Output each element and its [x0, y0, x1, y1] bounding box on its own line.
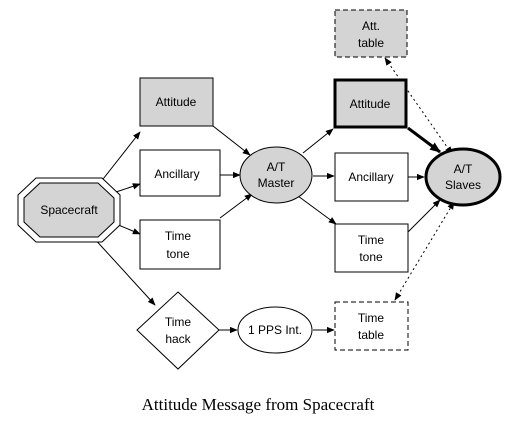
att-table-label-1: Att.: [362, 19, 380, 33]
node-ancillary-output: Ancillary: [334, 152, 409, 202]
edge-spacecraft-ancillary: [115, 183, 141, 193]
time-hack-label-2: hack: [165, 332, 191, 346]
node-time-tone-output: Time tone: [334, 223, 409, 273]
edge-spacecraft-time-hack: [91, 235, 156, 306]
diagram-caption: Attitude Message from Spacecraft: [142, 395, 375, 414]
at-slaves-label-2: Slaves: [445, 178, 481, 192]
at-slaves-label-1: A/T: [454, 162, 473, 176]
attitude-output-label: Attitude: [350, 97, 391, 111]
node-at-master: A/T Master: [239, 146, 313, 204]
at-master-label-1: A/T: [267, 160, 286, 174]
node-att-table: Att. table: [334, 9, 408, 58]
node-1pps-int: 1 PPS Int.: [237, 306, 313, 354]
edge-attitude-slaves: [407, 126, 441, 154]
edge-master-time-tone: [297, 195, 337, 225]
pps-label: 1 PPS Int.: [248, 323, 302, 337]
time-table-label-2: table: [358, 328, 384, 342]
node-attitude-input: Attitude: [139, 77, 214, 127]
node-at-slaves: A/T Slaves: [424, 147, 502, 207]
node-ancillary-input: Ancillary: [139, 149, 221, 197]
time-tone-output-label-1: Time: [358, 233, 385, 247]
node-time-tone-input: Time tone: [139, 219, 221, 270]
node-spacecraft: Spacecraft: [17, 177, 121, 243]
time-tone-input-label-2: tone: [166, 247, 190, 261]
ancillary-output-label: Ancillary: [348, 170, 393, 184]
time-tone-input-label-1: Time: [165, 229, 192, 243]
ancillary-input-label: Ancillary: [154, 167, 199, 181]
edge-time-tone-master: [219, 193, 253, 219]
node-attitude-output: Attitude: [333, 78, 408, 129]
edge-attitude-master: [212, 125, 251, 156]
time-tone-output-label-2: tone: [359, 250, 383, 264]
edge-time-tone-slaves: [407, 199, 441, 233]
time-hack-label-1: Time: [165, 315, 192, 329]
edge-time-table-slaves: [394, 201, 455, 301]
att-table-label-2: table: [358, 36, 384, 50]
time-table-label-1: Time: [358, 311, 385, 325]
spacecraft-label: Spacecraft: [40, 203, 98, 217]
connectors: [91, 57, 455, 334]
edge-master-attitude: [302, 128, 334, 154]
node-time-hack: Time hack: [136, 291, 220, 370]
node-time-table: Time table: [334, 301, 409, 351]
attitude-input-label: Attitude: [156, 95, 197, 109]
at-master-label-2: Master: [258, 176, 295, 190]
